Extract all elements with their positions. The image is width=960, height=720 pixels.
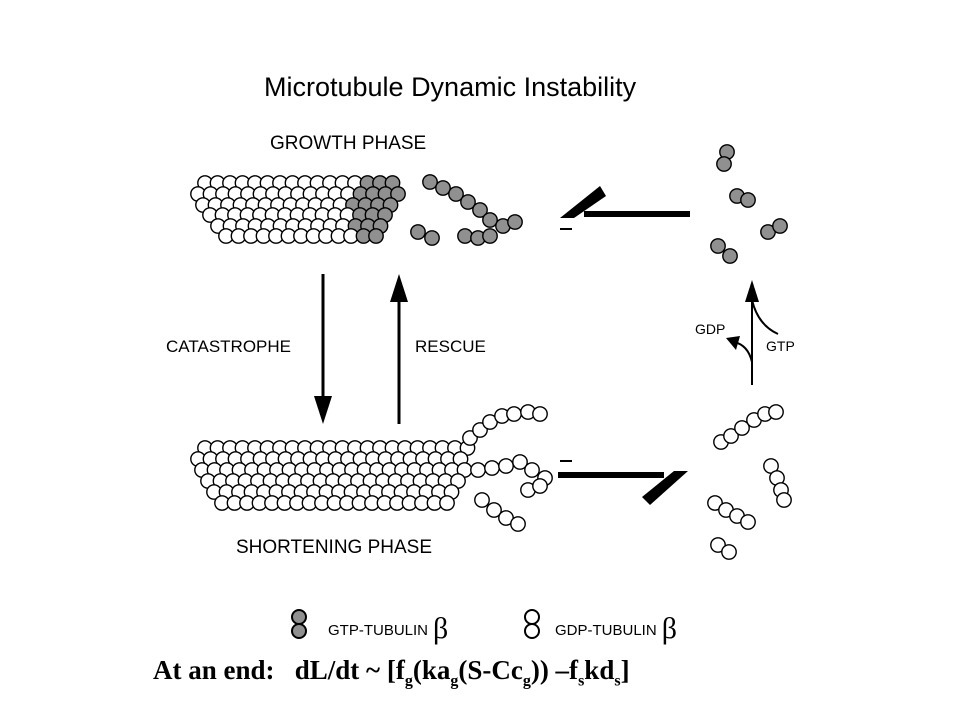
gtp-cap-subunit xyxy=(472,202,488,218)
free-gdp-subunit xyxy=(723,428,739,444)
free-gdp-tubulin-dimers xyxy=(707,404,792,560)
peeling-subunit xyxy=(470,462,486,478)
peeling-subunit xyxy=(486,502,502,518)
free-gtp-subunit xyxy=(722,248,738,264)
gtp-cap-subunit xyxy=(460,194,476,210)
peeling-subunit xyxy=(484,460,500,476)
equation-part: )) –f xyxy=(530,655,579,685)
growing-microtubule xyxy=(190,174,523,246)
free-gtp-subunit xyxy=(716,156,732,172)
peeling-subunit xyxy=(512,454,528,470)
gtp-cap-subunit xyxy=(422,174,438,190)
free-gtp-subunit xyxy=(772,218,788,234)
catastrophe-arrow xyxy=(314,274,332,424)
assembly-arrow xyxy=(560,186,690,230)
nucleotide-exchange-arrow xyxy=(726,280,779,385)
growth-phase-label: GROWTH PHASE xyxy=(270,133,427,154)
peeling-subunit xyxy=(474,492,490,508)
free-gdp-subunit xyxy=(734,420,750,436)
equation-part: (ka xyxy=(412,655,451,685)
gtp-cap-subunit xyxy=(507,214,523,230)
disassembly-arrow xyxy=(558,460,688,505)
gdp-label: GDP xyxy=(695,321,726,337)
free-gdp-subunit xyxy=(721,544,737,560)
tubulin-subunit xyxy=(390,186,406,202)
peeling-subunit xyxy=(498,458,514,474)
equation-lhs: dL/dt ~ [f xyxy=(294,655,405,685)
gtp-label: GTP xyxy=(766,338,795,354)
equation-sub-g: g xyxy=(450,672,459,690)
free-gdp-subunit xyxy=(710,537,726,553)
free-gtp-subunit xyxy=(710,238,726,254)
peeling-subunit xyxy=(506,406,522,422)
gtp-tubulin-legend-icon xyxy=(291,609,307,639)
catastrophe-label: CATASTROPHE xyxy=(166,337,291,356)
equation-part: ] xyxy=(620,655,630,685)
equation-prefix: At an end: xyxy=(153,655,275,685)
equation-sub-s: s xyxy=(578,672,585,690)
equation-sub-g: g xyxy=(404,672,413,690)
gtp-cap-subunit xyxy=(457,228,473,244)
equation-sub-g: g xyxy=(522,672,531,690)
gdp-lattice-subunit xyxy=(439,495,455,511)
equation-part: (S-Cc xyxy=(458,655,523,685)
gtp-cap-subunit xyxy=(410,224,426,240)
gtp-cap-subunit xyxy=(482,228,498,244)
tubulin-subunit xyxy=(368,228,384,244)
equation-sub-s: s xyxy=(614,672,621,690)
free-gtp-tubulin-dimers xyxy=(710,144,788,264)
peeling-subunit xyxy=(532,406,548,422)
free-gtp-subunit xyxy=(740,192,756,208)
rescue-label: RESCUE xyxy=(415,337,486,356)
legend-gtp-tubulin-text: GTP-TUBULIN xyxy=(328,622,429,639)
gtp-cap-subunit xyxy=(482,212,498,228)
free-gdp-subunit xyxy=(776,492,792,508)
diagram-title: Microtubule Dynamic Instability xyxy=(264,72,637,102)
rescue-arrow xyxy=(390,274,408,424)
legend-gtp-beta: β xyxy=(433,612,449,645)
legend-gdp-tubulin-text: GDP-TUBULIN xyxy=(555,622,657,639)
peeling-subunit xyxy=(510,516,526,532)
legend-gdp-beta: β xyxy=(661,612,677,645)
gtp-cap-subunit xyxy=(424,230,440,246)
rate-equation: At an end: dL/dt ~ [fg(kag(S-Ccg)) –fskd… xyxy=(153,655,630,690)
free-gdp-subunit xyxy=(740,514,756,530)
free-gdp-subunit xyxy=(768,404,784,420)
shortening-phase-label: SHORTENING PHASE xyxy=(236,537,433,558)
gtp-cap-subunit xyxy=(448,186,464,202)
peeling-subunit xyxy=(532,478,548,494)
free-gdp-subunit xyxy=(707,495,723,511)
gdp-tubulin-legend-icon xyxy=(524,609,540,639)
gtp-cap-subunit xyxy=(435,180,451,196)
shrinking-microtubule xyxy=(190,404,553,532)
peeling-subunit xyxy=(524,462,540,478)
equation-part: kd xyxy=(584,655,615,685)
